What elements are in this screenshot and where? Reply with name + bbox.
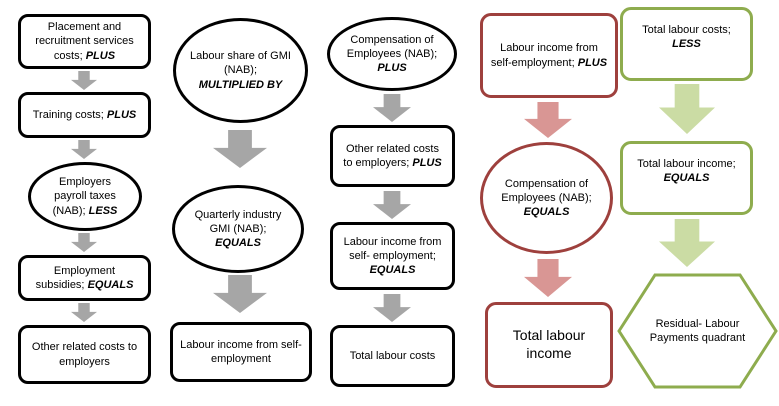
node-labour-income-self-employment-plus: Labour income from self-employment; PLUS	[480, 13, 618, 98]
node-employers-payroll-taxes: Employers payroll taxes (NAB); LESS	[28, 162, 142, 231]
node-compensation-of-employees: Compensation of Employees (NAB); PLUS	[327, 17, 457, 91]
down-arrow-icon	[659, 84, 715, 134]
down-arrow-icon	[373, 191, 411, 219]
operator-label: PLUS	[377, 62, 407, 75]
down-arrow-icon	[71, 303, 97, 322]
node-placement-recruitment-costs: Placement and recruitment services costs…	[18, 14, 151, 69]
operator-label: EQUALS	[215, 237, 261, 250]
node-label: Labour income from self-employment; PLUS	[490, 42, 608, 69]
node-total-labour-costs: Total labour costs	[330, 325, 455, 387]
node-label: Total labour costs	[349, 349, 436, 362]
node-label: Compensation of Employees (NAB); PLUS	[346, 33, 438, 75]
node-labour-share-gmi: Labour share of GMI (NAB); MULTIPLIED BY	[173, 18, 308, 123]
node-label: Residual- Labour Payments quadrant	[649, 317, 746, 344]
node-label: Employers payroll taxes (NAB); LESS	[52, 176, 118, 217]
node-compensation-of-employees-equals: Compensation of Employees (NAB); EQUALS	[480, 142, 613, 254]
operator-label: PLUS	[577, 56, 608, 69]
operator-label: PLUS	[412, 157, 442, 169]
operator-label: EQUALS	[523, 206, 570, 219]
node-employment-subsidies: Employment subsidies; EQUALS	[18, 255, 151, 301]
down-arrow-icon	[524, 259, 572, 297]
node-total-labour-income-equals: Total labour income; EQUALS	[620, 141, 753, 215]
operator-label: PLUS	[85, 49, 116, 62]
node-other-related-costs-to-employers: Other related costs to employers; PLUS	[330, 125, 455, 187]
operator-label: PLUS	[106, 108, 137, 121]
operator-label: EQUALS	[87, 279, 134, 291]
node-label: Training costs; PLUS	[32, 108, 137, 121]
node-labour-income-self-employment: Labour income from self-employment	[170, 322, 312, 382]
operator-label: EQUALS	[369, 264, 416, 277]
node-label: Other related costs to employers; PLUS	[343, 142, 442, 169]
operator-label: MULTIPLIED BY	[198, 78, 283, 91]
node-label: Labour share of GMI (NAB); MULTIPLIED BY	[190, 50, 291, 91]
node-total-labour-income: Total labour income	[485, 302, 613, 388]
down-arrow-icon	[71, 71, 97, 90]
node-label: Total labour income	[512, 327, 586, 361]
down-arrow-icon	[213, 130, 267, 168]
node-label: Total labour costs; LESS	[642, 24, 731, 51]
down-arrow-icon	[659, 219, 715, 267]
node-label: Compensation of Employees (NAB); EQUALS	[501, 177, 592, 219]
node-training-costs: Training costs; PLUS	[18, 92, 151, 138]
down-arrow-icon	[524, 102, 572, 138]
node-quarterly-industry-gmi: Quarterly industry GMI (NAB); EQUALS	[172, 185, 304, 273]
operator-label: EQUALS	[663, 172, 710, 185]
node-total-labour-costs-less: Total labour costs; LESS	[620, 7, 753, 81]
hexagon-shape	[617, 273, 778, 389]
down-arrow-icon	[71, 233, 97, 252]
node-label: Employment subsidies; EQUALS	[35, 264, 134, 291]
node-label: Labour income from self- employment; EQU…	[343, 235, 442, 277]
node-residual-labour-payments-quadrant: Residual- Labour Payments quadrant	[617, 272, 778, 390]
node-label: Placement and recruitment services costs…	[35, 21, 134, 62]
node-label: Total labour income; EQUALS	[637, 158, 736, 185]
node-other-related-costs: Other related costs to employers	[18, 325, 151, 384]
node-label: Other related costs to employers	[31, 341, 138, 368]
operator-label: LESS	[88, 204, 118, 217]
down-arrow-icon	[373, 94, 411, 122]
node-label: Quarterly industry GMI (NAB); EQUALS	[194, 208, 282, 250]
node-label: Labour income from self-employment	[180, 338, 302, 365]
down-arrow-icon	[71, 140, 97, 159]
down-arrow-icon	[213, 275, 267, 313]
operator-label: LESS	[672, 38, 701, 51]
node-labour-income-self-employment-equals: Labour income from self- employment; EQU…	[330, 222, 455, 290]
down-arrow-icon	[373, 294, 411, 322]
